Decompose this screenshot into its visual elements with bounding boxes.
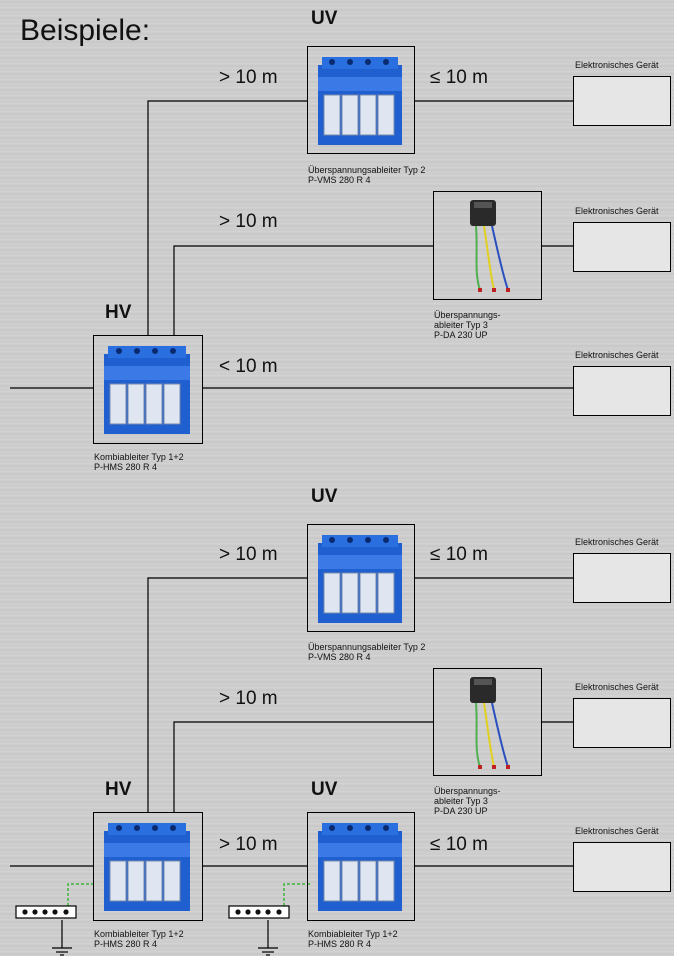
device-label: Elektronisches Gerät [575,537,659,547]
distance-label: > 10 m [219,67,278,88]
terminal-bar-icon [15,905,290,919]
type2-caption: Überspannungsableiter Typ 2 P-VMS 280 R … [308,165,426,185]
ground-icon [52,947,278,956]
uv-label: UV [311,8,338,29]
surge-arrester-icon [104,346,190,434]
electronic-device-box [573,698,671,748]
type3-arrester [433,668,542,776]
type3-caption: Überspannungs- ableiter Typ 3 P-DA 230 U… [434,786,501,816]
type12-caption: Kombiableiter Typ 1+2 P-HMS 280 R 4 [94,929,184,949]
surge-arrester-icon [318,823,402,911]
page-title: Beispiele: [20,14,151,47]
electronic-device-box [573,366,671,416]
electronic-device-box [573,553,671,603]
type2-caption: Überspannungsableiter Typ 2 P-VMS 280 R … [308,642,426,662]
device-label: Elektronisches Gerät [575,826,659,836]
device-label: Elektronisches Gerät [575,350,659,360]
type12-arrester [93,812,203,921]
surge-arrester-icon [104,823,190,911]
socket-module-icon [470,200,510,292]
type12-arrester [307,812,415,921]
electronic-device-box [573,222,671,272]
device-label: Elektronisches Gerät [575,682,659,692]
type12-arrester [93,335,203,444]
uv-label: UV [311,486,338,507]
type3-caption: Überspannungs- ableiter Typ 3 P-DA 230 U… [434,310,501,340]
uv-label: UV [311,779,338,800]
type2-arrester [307,524,415,632]
distance-label: ≤ 10 m [430,544,488,565]
distance-label: > 10 m [219,544,278,565]
electronic-device-box [573,76,671,126]
hv-label: HV [105,779,132,800]
device-label: Elektronisches Gerät [575,206,659,216]
distance-label: ≤ 10 m [430,834,488,855]
type3-arrester [433,191,542,300]
type12-caption: Kombiableiter Typ 1+2 P-HMS 280 R 4 [308,929,398,949]
distance-label: > 10 m [219,688,278,709]
type2-arrester [307,46,415,154]
distance-label: < 10 m [219,356,278,377]
device-label: Elektronisches Gerät [575,60,659,70]
hv-label: HV [105,302,132,323]
type12-caption: Kombiableiter Typ 1+2 P-HMS 280 R 4 [94,452,184,472]
surge-arrester-icon [318,535,402,623]
socket-module-icon [470,677,510,769]
distance-label: > 10 m [219,211,278,232]
electronic-device-box [573,842,671,892]
distance-label: ≤ 10 m [430,67,488,88]
surge-arrester-icon [318,57,402,145]
distance-label: > 10 m [219,834,278,855]
